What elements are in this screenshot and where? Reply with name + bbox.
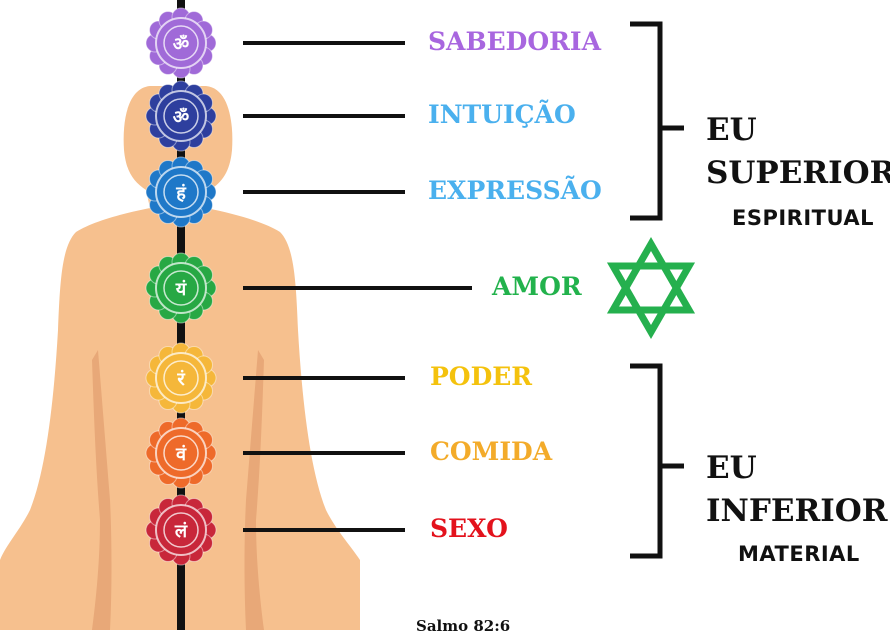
- chakra-emblems: ॐ ॐ हं यं रं वं लं: [145, 7, 217, 566]
- lower-title-line1: EU: [706, 450, 757, 486]
- chakra-symbol-sexo: लं: [174, 521, 188, 542]
- upper-title-line1: EU: [706, 112, 757, 148]
- label-amor: AMOR: [492, 272, 582, 301]
- chakra-emblem-intuicao: ॐ: [145, 80, 217, 152]
- chakra-emblem-sexo: लं: [145, 494, 217, 566]
- lower-subtitle: MATERIAL: [738, 542, 860, 566]
- lower-bracket: [630, 363, 684, 559]
- label-comida: COMIDA: [430, 437, 553, 466]
- label-poder: PODER: [430, 362, 533, 391]
- lower-title-line2: INFERIOR: [706, 493, 888, 529]
- upper-title-line2: SUPERIOR: [706, 155, 890, 191]
- upper-bracket: [630, 21, 684, 221]
- chakra-emblem-poder: रं: [145, 342, 217, 414]
- left-arm-gap: [92, 350, 112, 630]
- label-intuicao: INTUIÇÃO: [428, 100, 576, 129]
- chakra-emblem-amor: यं: [145, 252, 217, 324]
- chakra-symbol-intuicao: ॐ: [173, 107, 189, 128]
- chakra-symbol-sabedoria: ॐ: [173, 34, 189, 55]
- label-expressao: EXPRESSÃO: [428, 176, 602, 205]
- chakra-emblem-sabedoria: ॐ: [145, 7, 217, 79]
- chakra-symbol-comida: वं: [175, 444, 187, 465]
- chakra-symbol-expressao: हं: [175, 183, 187, 204]
- caption-psalm: Salmo 82:6: [416, 617, 511, 635]
- star-of-david-icon: [606, 236, 696, 340]
- chakra-symbol-poder: रं: [176, 369, 185, 390]
- label-sexo: SEXO: [430, 514, 508, 543]
- right-arm-gap: [244, 350, 264, 630]
- chakra-symbol-amor: यं: [175, 279, 188, 300]
- upper-subtitle: ESPIRITUAL: [732, 206, 875, 230]
- label-sabedoria: SABEDORIA: [428, 27, 601, 56]
- chakra-emblem-expressao: हं: [145, 156, 217, 228]
- chakra-emblem-comida: वं: [145, 417, 217, 489]
